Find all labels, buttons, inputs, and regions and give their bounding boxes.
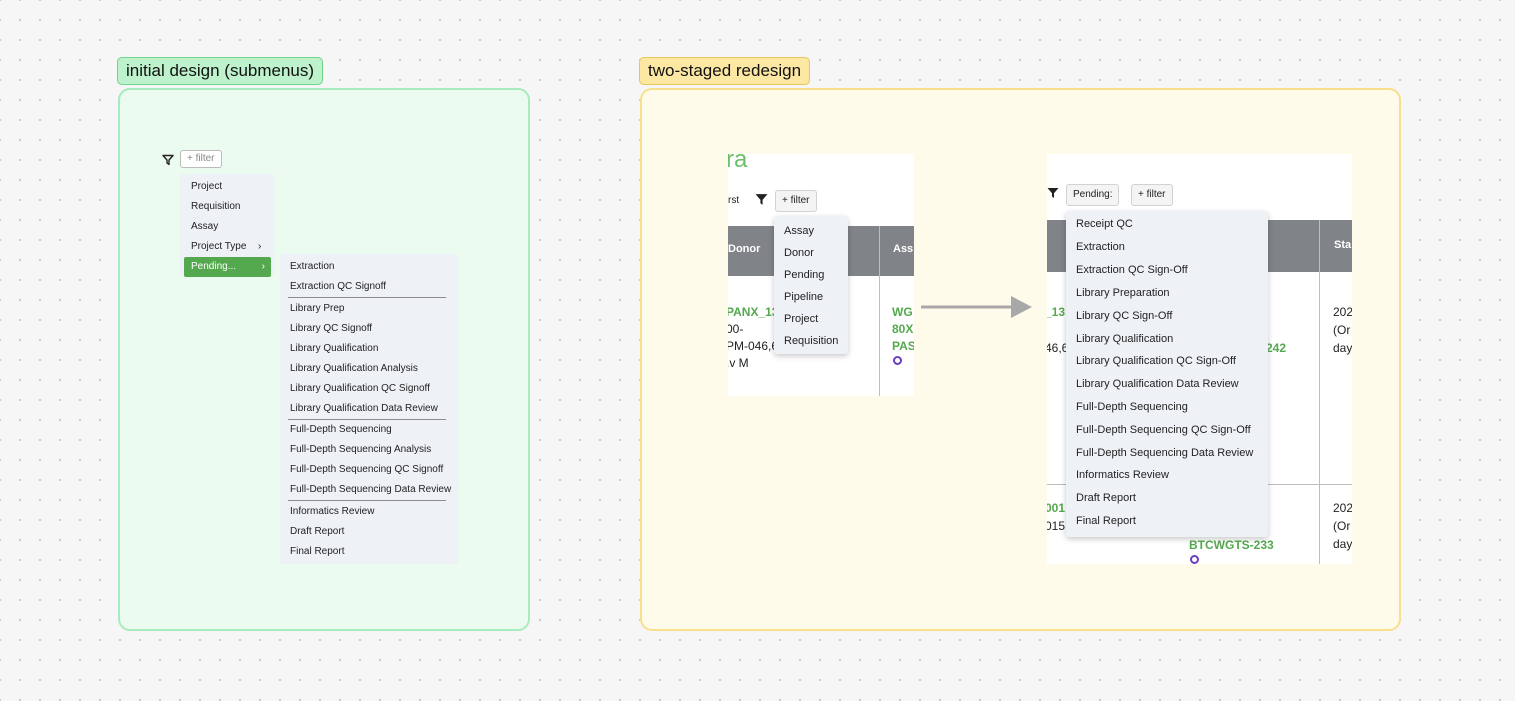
donor-link[interactable]: PANX_13 xyxy=(728,305,779,319)
status-text: day xyxy=(1333,341,1352,355)
column-header-status[interactable]: Sta xyxy=(1334,239,1352,251)
donor-detail: 015 xyxy=(1047,519,1066,533)
submenu-item[interactable]: Extraction QC Signoff xyxy=(290,281,386,292)
app-logo-fragment: ra xyxy=(728,154,748,173)
dropdown-item[interactable]: Extraction QC Sign-Off xyxy=(1076,264,1188,276)
submenu-item[interactable]: Draft Report xyxy=(290,526,345,537)
submenu-item[interactable]: Library Qualification Data Review xyxy=(290,403,438,414)
dropdown-item[interactable]: Draft Report xyxy=(1076,492,1136,504)
dropdown-item[interactable]: Library Preparation xyxy=(1076,287,1170,299)
filter-icon[interactable] xyxy=(162,154,174,166)
add-filter-button[interactable]: + filter xyxy=(180,150,222,168)
dropdown-item-pending[interactable]: Pending xyxy=(784,269,825,281)
column-divider xyxy=(879,226,880,396)
dropdown-item[interactable]: Library Qualification QC Sign-Off xyxy=(1076,355,1236,367)
pending-filter-chip[interactable]: Pending: xyxy=(1066,184,1120,206)
status-text: 202 xyxy=(1333,305,1352,319)
dropdown-item-project[interactable]: Project xyxy=(784,313,819,325)
dropdown-item[interactable]: Extraction xyxy=(1076,241,1125,253)
menu-divider xyxy=(288,419,446,420)
dropdown-item-requisition[interactable]: Requisition xyxy=(784,335,839,347)
chevron-right-icon: › xyxy=(258,241,262,252)
menu-divider xyxy=(288,297,446,298)
add-filter-button[interactable]: + filter xyxy=(775,190,817,212)
submenu-item[interactable]: Final Report xyxy=(290,546,345,557)
column-header-assay[interactable]: Ass xyxy=(893,243,914,255)
pending-steps-dropdown: Receipt QC Extraction Extraction QC Sign… xyxy=(1066,211,1268,537)
column-divider xyxy=(1319,220,1320,564)
filter-icon[interactable] xyxy=(755,193,768,206)
donor-link[interactable]: _13 xyxy=(1047,305,1066,319)
menu-item-project[interactable]: Project xyxy=(191,181,223,192)
initial-design-frame: + filter Project Requisition Assay Proje… xyxy=(118,88,530,631)
donor-link[interactable]: 001 xyxy=(1047,501,1066,515)
stage1-screenshot: ra rst + filter Donor Ass PANX_13 00- PM… xyxy=(728,154,914,396)
menu-item-pending-label: Pending... xyxy=(191,261,237,272)
pending-submenu: Extraction Extraction QC Signoff Library… xyxy=(280,254,458,564)
dropdown-item[interactable]: Library Qualification Data Review xyxy=(1076,378,1239,390)
assay-link[interactable]: PAS xyxy=(892,339,914,353)
dropdown-item[interactable]: Full-Depth Sequencing xyxy=(1076,401,1188,413)
submenu-item[interactable]: Extraction xyxy=(290,261,335,272)
dropdown-item-donor[interactable]: Donor xyxy=(784,247,814,259)
submenu-item[interactable]: Full-Depth Sequencing Data Review xyxy=(290,484,452,495)
menu-divider xyxy=(288,500,446,501)
redesign-frame: ra rst + filter Donor Ass PANX_13 00- PM… xyxy=(640,88,1401,631)
filter-category-menu: Project Requisition Assay Project Type ›… xyxy=(180,174,274,277)
assay-link[interactable]: 242 xyxy=(1266,341,1287,355)
first-button-fragment[interactable]: rst xyxy=(728,195,740,206)
add-filter-button[interactable]: + filter xyxy=(1131,184,1173,206)
submenu-item[interactable]: Full-Depth Sequencing QC Signoff xyxy=(290,464,444,475)
status-text: day xyxy=(1333,537,1352,551)
filter-icon[interactable] xyxy=(1047,187,1059,199)
status-ring-icon xyxy=(1190,555,1199,564)
status-ring-icon xyxy=(893,356,902,365)
submenu-item[interactable]: Library Qualification QC Signoff xyxy=(290,383,430,394)
dropdown-item[interactable]: Final Report xyxy=(1076,515,1136,527)
redesign-label: two-staged redesign xyxy=(639,57,811,85)
stage2-screenshot: Pending: + filter Sta _13 46,6 242 202 (… xyxy=(1047,154,1352,564)
status-text: (Or xyxy=(1333,323,1351,337)
submenu-item[interactable]: Library Qualification Analysis xyxy=(290,363,418,374)
menu-item-project-type[interactable]: Project Type xyxy=(191,241,247,252)
menu-item-pending[interactable]: Pending... › xyxy=(184,257,271,277)
donor-detail: .v M xyxy=(728,356,749,370)
dropdown-item[interactable]: Full-Depth Sequencing QC Sign-Off xyxy=(1076,424,1251,436)
dropdown-item[interactable]: Library QC Sign-Off xyxy=(1076,310,1173,322)
menu-item-requisition[interactable]: Requisition xyxy=(191,201,241,212)
submenu-item[interactable]: Library Qualification xyxy=(290,343,379,354)
submenu-item[interactable]: Full-Depth Sequencing xyxy=(290,424,392,435)
filter-category-dropdown: Assay Donor Pending Pipeline Project Req… xyxy=(774,216,848,354)
status-text: 202 xyxy=(1333,501,1352,515)
donor-detail: 46,6 xyxy=(1047,341,1069,355)
assay-link[interactable]: WG xyxy=(892,305,913,319)
assay-link[interactable]: 80X xyxy=(892,322,914,336)
submenu-item[interactable]: Library QC Signoff xyxy=(290,323,373,334)
submenu-item[interactable]: Informatics Review xyxy=(290,506,375,517)
assay-link[interactable]: BTCWGTS-233 xyxy=(1189,538,1274,552)
submenu-item[interactable]: Library Prep xyxy=(290,303,345,314)
initial-design-label: initial design (submenus) xyxy=(117,57,324,85)
arrow-right-icon xyxy=(921,296,1032,318)
donor-detail: PM-046,6 xyxy=(728,339,779,353)
column-header-donor[interactable]: Donor xyxy=(728,243,761,255)
dropdown-item-pipeline[interactable]: Pipeline xyxy=(784,291,824,303)
status-text: (Or xyxy=(1333,519,1351,533)
dropdown-item[interactable]: Library Qualification xyxy=(1076,333,1174,345)
menu-item-assay[interactable]: Assay xyxy=(191,221,219,232)
dropdown-item[interactable]: Receipt QC xyxy=(1076,218,1133,230)
chevron-right-icon: › xyxy=(261,261,265,272)
submenu-item[interactable]: Full-Depth Sequencing Analysis xyxy=(290,444,432,455)
dropdown-item[interactable]: Informatics Review xyxy=(1076,469,1169,481)
donor-detail: 00- xyxy=(728,322,744,336)
dropdown-item-assay[interactable]: Assay xyxy=(784,225,814,237)
dropdown-item[interactable]: Full-Depth Sequencing Data Review xyxy=(1076,447,1254,459)
